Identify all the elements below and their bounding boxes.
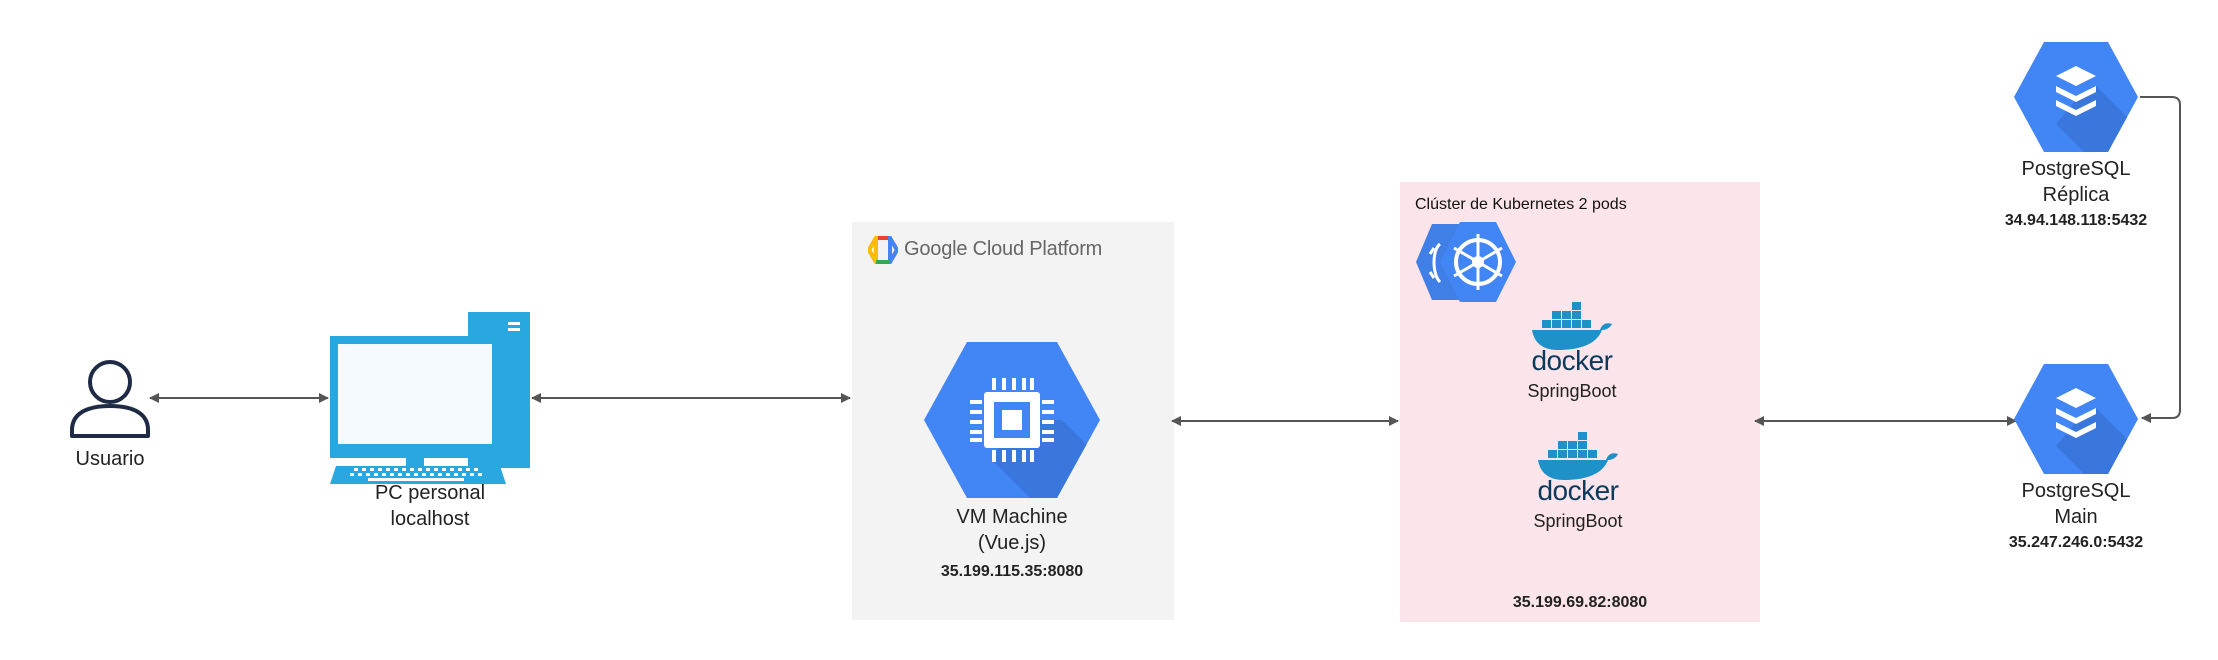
docker-wordmark: docker [1537, 475, 1619, 506]
pg-main-label-line2: Main [2054, 506, 2098, 528]
google-cloud-logo-icon [866, 230, 900, 270]
cloud-sql-icon [2012, 40, 2140, 154]
kubernetes-cluster-title: Clúster de Kubernetes 2 pods [1415, 196, 1627, 213]
kubernetes-engine-icon [1410, 220, 1522, 304]
pg-main-address: 35.247.246.0:5432 [2008, 534, 2144, 551]
vm-label-line1: VM Machine [956, 506, 1068, 528]
pod-label: SpringBoot [1527, 381, 1617, 401]
cloud-sql-icon [2012, 362, 2140, 476]
vm-address: 35.199.115.35:8080 [940, 563, 1084, 580]
pg-replica-label-line1: PostgreSQL [2021, 158, 2131, 180]
desktop-computer-icon [328, 310, 532, 486]
docker-whale-icon [1530, 300, 1614, 352]
pg-replica-address: 34.94.148.118:5432 [2004, 212, 2148, 229]
user-icon [68, 356, 152, 440]
docker-whale-icon [1536, 430, 1620, 482]
user-label: Usuario [75, 448, 145, 470]
compute-engine-icon [922, 340, 1102, 500]
pc-label-line2: localhost [390, 508, 470, 530]
pg-main-label-line1: PostgreSQL [2021, 480, 2131, 502]
arrow-replica-main [2140, 96, 2181, 423]
pod-label: SpringBoot [1533, 511, 1623, 531]
pg-replica-label-line2: Réplica [2042, 184, 2110, 206]
docker-wordmark: docker [1531, 345, 1613, 376]
gcp-brand-text: Google Cloud Platform [904, 238, 1103, 260]
vm-label-line2: (Vue.js) [977, 532, 1047, 554]
pc-label-line1: PC personal [374, 482, 486, 504]
kubernetes-address: 35.199.69.82:8080 [1512, 594, 1648, 611]
